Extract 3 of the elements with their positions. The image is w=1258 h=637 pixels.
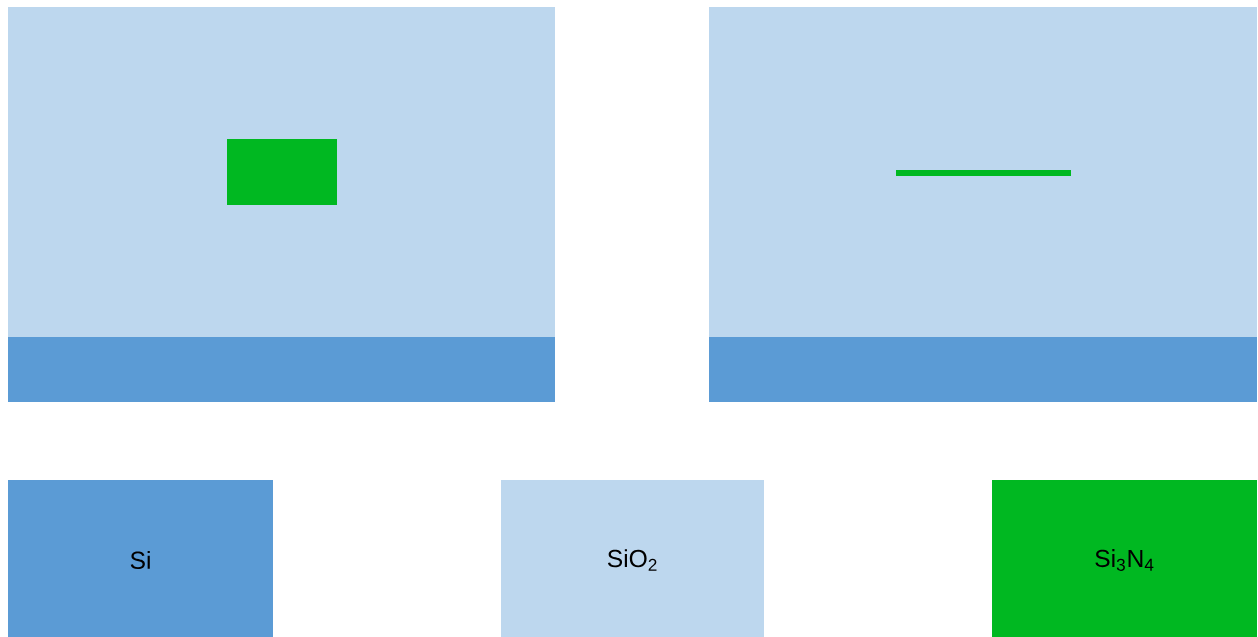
- legend-label: Si$_{3}$N$_{4}$: [1095, 549, 1154, 571]
- legend-label: Si: [130, 550, 150, 570]
- legend-label: SiO$_{2}$: [607, 549, 657, 571]
